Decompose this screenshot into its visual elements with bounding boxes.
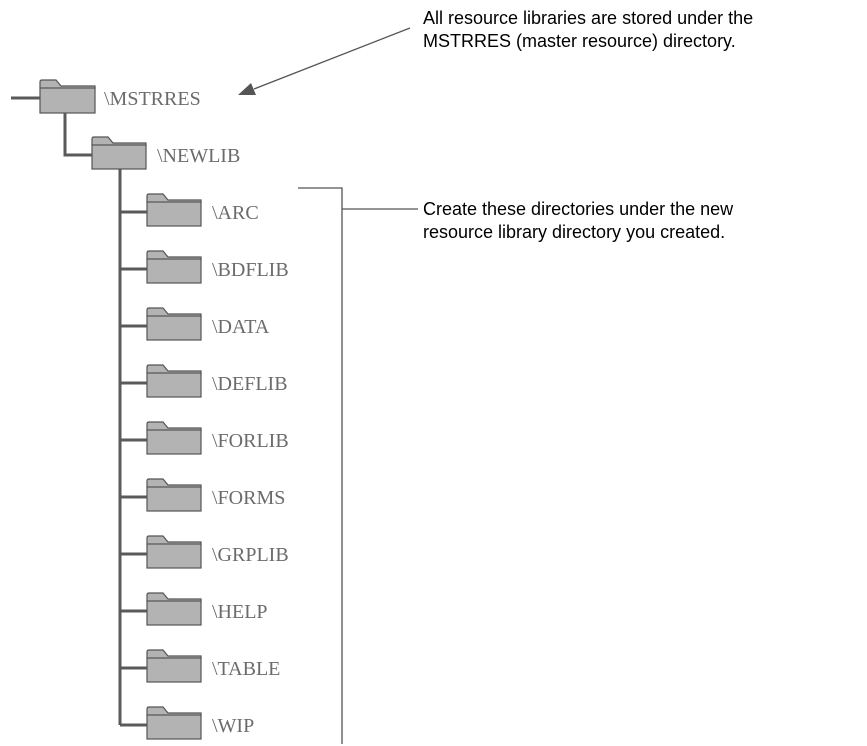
master-callout-text-line2: MSTRRES (master resource) directory.: [423, 31, 736, 51]
directory-label: \BDFLIB: [212, 259, 289, 281]
create-callout-text-line2: resource library directory you created.: [423, 222, 725, 242]
subdirectory-bracket: [298, 187, 343, 744]
subdirectory-item: \TABLE: [120, 649, 280, 683]
folder-icon: [146, 307, 202, 341]
directory-label-mstrres: \MSTRRES: [104, 88, 201, 110]
folder-icon: [146, 364, 202, 398]
directory-label-newlib: \NEWLIB: [157, 145, 240, 167]
subdirectory-item: \ARC: [120, 193, 259, 227]
folder-icon: [39, 79, 96, 114]
subdirectory-item: \BDFLIB: [120, 250, 289, 284]
subdirectory-item: \DATA: [120, 307, 270, 341]
directory-label: \GRPLIB: [212, 544, 289, 566]
library-connector-line: [63, 113, 92, 157]
directory-label: \FORMS: [212, 487, 285, 509]
subdirectory-item: \HELP: [120, 592, 268, 626]
directory-label: \WIP: [212, 715, 254, 737]
directory-label: \DATA: [212, 316, 270, 338]
folder-icon: [146, 535, 202, 569]
folder-icon: [146, 421, 202, 455]
subdirectory-item: \GRPLIB: [120, 535, 289, 569]
directory-label: \FORLIB: [212, 430, 289, 452]
folder-icon: [146, 706, 202, 740]
folder-icon: [146, 193, 202, 227]
create-callout-text-line1: Create these directories under the new: [423, 199, 734, 219]
directory-label: \TABLE: [212, 658, 280, 680]
directory-label: \DEFLIB: [212, 373, 288, 395]
subdirectory-item: \WIP: [120, 706, 254, 740]
subdirectory-item: \FORMS: [120, 478, 285, 512]
folder-icon: [146, 649, 202, 683]
folder-icon: [146, 478, 202, 512]
directory-label: \ARC: [212, 202, 259, 224]
directory-label: \HELP: [212, 601, 268, 623]
subdirectory-item: \DEFLIB: [120, 364, 288, 398]
folder-icon: [146, 250, 202, 284]
master-callout-leader: [253, 27, 411, 90]
folder-icon: [146, 592, 202, 626]
subdirectory-item: \FORLIB: [120, 421, 289, 455]
arrowhead-icon: [238, 83, 256, 95]
master-callout-text-line1: All resource libraries are stored under …: [423, 8, 753, 28]
folder-icon: [91, 136, 147, 170]
